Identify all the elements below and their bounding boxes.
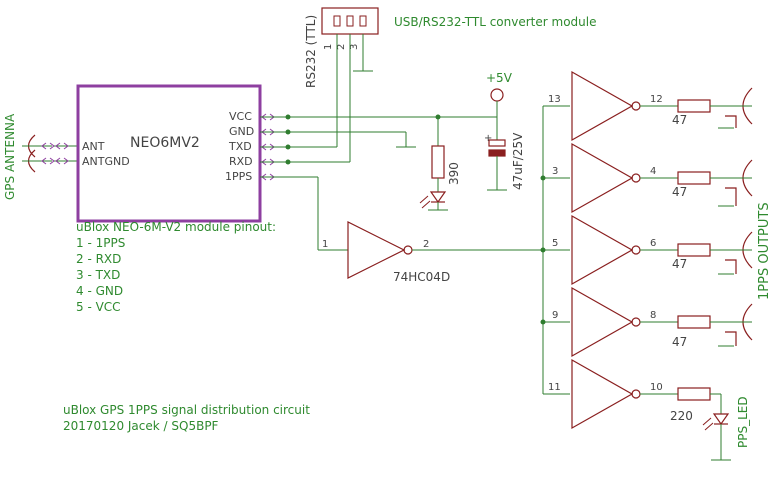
inv1-out-pin: 12 (650, 94, 663, 105)
antenna-label: GPS ANTENNA (3, 113, 17, 200)
pin-rxd: RXD (229, 155, 253, 168)
pinout-line-4: 4 - GND (76, 284, 123, 298)
vcc-symbol (490, 88, 504, 102)
pinout-line-2: 2 - RXD (76, 252, 121, 266)
inv1-in-pin: 13 (548, 94, 561, 105)
pin-1pps: 1PPS (225, 170, 252, 183)
inv2-in-pin: 3 (552, 166, 558, 177)
pin-ant: ANT (82, 140, 105, 153)
inv2-out-pin: 4 (650, 166, 656, 177)
pinout-line-1: 1 - 1PPS (76, 236, 125, 250)
junction-dots (285, 114, 546, 325)
inverter-chip-label: 74HC04D (393, 270, 450, 284)
pps-led-label: PPS_LED (736, 396, 750, 448)
pps-led (702, 413, 730, 431)
inv5-out-pin: 10 (650, 382, 663, 393)
resistor-390 (431, 145, 445, 179)
output-connectors (718, 87, 753, 347)
caption-line-1: uBlox GPS 1PPS signal distribution circu… (63, 403, 310, 417)
resistor-390-value: 390 (447, 162, 461, 185)
output-resistors (640, 99, 736, 401)
connector-side-label: RS232 (TTL) (304, 15, 318, 88)
power-led (419, 191, 447, 209)
connector-pin-3: 3 (349, 44, 360, 50)
pinout-title: uBlox NEO-6M-V2 module pinout: (76, 220, 276, 234)
r2-value: 47 (672, 185, 687, 199)
connector-pin-2: 2 (336, 44, 347, 50)
inv3-out-pin: 6 (650, 238, 656, 249)
antenna-symbol (22, 134, 55, 173)
outputs-label: 1PPS OUTPUTS (757, 202, 772, 300)
gps-module (76, 84, 262, 223)
connector-label: USB/RS232-TTL converter module (394, 15, 596, 29)
vcc-label: +5V (486, 71, 513, 85)
input-inverter-out-pin: 2 (423, 239, 429, 250)
pin-vcc: VCC (229, 110, 252, 123)
pin-gnd: GND (229, 125, 254, 138)
capacitor-value: 47uF/25V (511, 132, 525, 190)
pinout-line-5: 5 - VCC (76, 300, 121, 314)
r1-value: 47 (672, 113, 687, 127)
inv5-in-pin: 11 (548, 382, 561, 393)
r3-value: 47 (672, 257, 687, 271)
inv4-out-pin: 8 (650, 310, 656, 321)
caption-line-2: 20170120 Jacek / SQ5BPF (63, 419, 219, 433)
module-name: NEO6MV2 (130, 135, 200, 151)
r5-value: 220 (670, 409, 693, 423)
cap-plus: + (484, 133, 492, 144)
pin-antgnd: ANTGND (82, 155, 130, 168)
connector-pin-1: 1 (323, 44, 334, 50)
input-inverter-in-pin: 1 (322, 239, 328, 250)
r4-value: 47 (672, 335, 687, 349)
pinout-line-3: 3 - TXD (76, 268, 120, 282)
rs232-connector (321, 7, 379, 35)
inv4-in-pin: 9 (552, 310, 558, 321)
pin-txd: TXD (228, 140, 252, 153)
output-inverters (571, 70, 641, 430)
inv3-in-pin: 5 (552, 238, 558, 249)
